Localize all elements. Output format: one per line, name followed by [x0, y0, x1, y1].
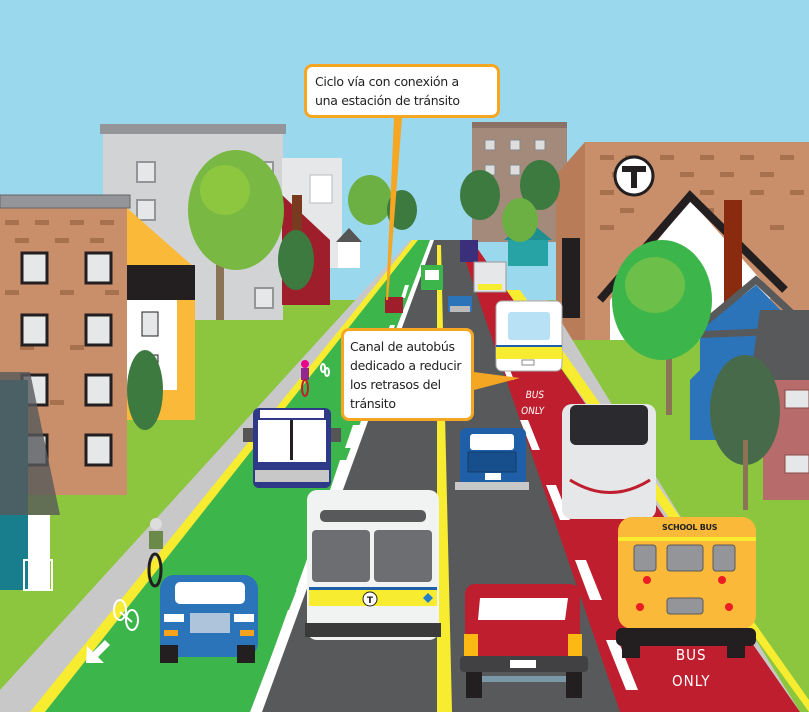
bike-symbol-icon: [113, 363, 330, 631]
school-bus-label: SCHOOL BUS: [662, 523, 718, 532]
callout-bus-lane: Canal de autobús dedicado a reducir los …: [341, 328, 474, 421]
callout-bus-line-4: tránsito: [350, 396, 396, 411]
tree-left-dark: [127, 230, 314, 430]
bus-only-marking-near: BUS ONLY: [672, 642, 710, 694]
bus-only-near-line-1: BUS: [675, 646, 707, 664]
far-car-red: [385, 297, 403, 313]
callout-bike-line-1: Ciclo vía con conexión a: [315, 74, 459, 89]
bus-only-far-line-2: ONLY: [520, 406, 545, 417]
cyclist-far: [301, 360, 309, 397]
coach-bus: [562, 404, 656, 519]
cyclist-near: [147, 518, 163, 588]
school-bus: [616, 517, 756, 658]
mbta-bus: T: [305, 490, 441, 640]
blue-van: [455, 428, 529, 490]
tree-right-dark: [710, 355, 780, 510]
sidewalk-left: [0, 240, 418, 712]
far-bus-purple: [460, 240, 478, 262]
callout-bus-line-2: dedicado a reducir: [350, 358, 462, 373]
callout-bike-line-2: una estación de tránsito: [315, 93, 460, 108]
bike-lane: [45, 240, 430, 712]
bus-only-near-line-2: ONLY: [672, 672, 711, 690]
arrow-down-left-icon: [86, 640, 110, 663]
callout-pointer-bus: [474, 372, 520, 390]
navy-transit-bus: [243, 408, 341, 488]
callout-bus-line-1: Canal de autobús: [350, 339, 455, 354]
callout-bike-lane: Ciclo vía con conexión a una estación de…: [304, 64, 500, 118]
transit-t-logo-icon: T: [367, 596, 374, 606]
callout-pointer-bike: [386, 118, 402, 300]
bus-only-marking-far: BUS ONLY: [520, 388, 547, 420]
transit-station-t-logo-icon: [613, 155, 655, 197]
tree-right-green: [612, 240, 712, 415]
tree-left-large: [188, 150, 284, 320]
callout-bus-line-3: los retrasos del: [350, 377, 441, 392]
blue-car: [160, 575, 258, 663]
bus-only-far-line-1: BUS: [524, 390, 545, 401]
house-teal-left: [0, 372, 60, 591]
shuttle-bus: [495, 300, 563, 372]
red-car: [460, 584, 588, 698]
